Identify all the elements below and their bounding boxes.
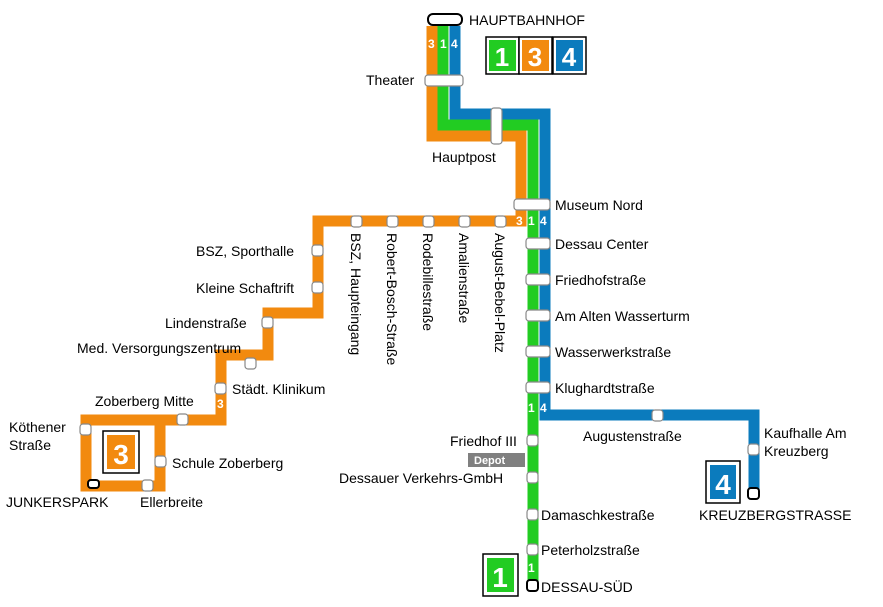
line-3-badge-icon: 3	[518, 36, 553, 75]
depot-marker: Depot	[468, 453, 525, 467]
line-3-track	[80, 26, 527, 492]
label-junkerspark: JUNKERSPARK	[6, 494, 109, 510]
line-3-marker-zoberberg: 3	[217, 397, 224, 411]
line-1-terminus-badge-icon: 1	[482, 553, 519, 597]
line-4-terminus-badge-icon: 4	[705, 460, 741, 504]
stop-amalienstrasse[interactable]	[458, 215, 471, 228]
label-am-alten-wasserturm: Am Alten Wasserturm	[555, 308, 690, 324]
line-1-marker-museum: 1	[528, 214, 535, 228]
stop-klughardtstrasse[interactable]	[525, 381, 551, 394]
label-dessau-sued: DESSAU-SÜD	[541, 578, 633, 595]
stop-friedhofstrasse[interactable]	[525, 273, 551, 286]
stop-am-alten-wasserturm[interactable]	[525, 309, 551, 322]
stop-koethener-strasse[interactable]	[79, 423, 92, 436]
svg-text:3: 3	[528, 42, 542, 72]
stop-staedt-klinikum[interactable]	[214, 382, 227, 395]
line-4-marker-museum: 4	[540, 214, 547, 228]
label-klughardtstrasse: Klughardtstraße	[555, 380, 655, 396]
stop-dessauer-verkehrs-gmbh[interactable]	[526, 471, 539, 484]
line-4-marker: 4	[451, 37, 458, 51]
label-bsz-sporthalle: BSZ, Sporthalle	[196, 243, 294, 259]
stop-schule-zoberberg[interactable]	[154, 455, 167, 468]
stop-dessau-center[interactable]	[525, 237, 551, 250]
label-zoberberg-mitte: Zoberberg Mitte	[95, 393, 194, 409]
line-1-badge-icon: 1	[485, 36, 520, 75]
svg-text:4: 4	[562, 42, 577, 72]
stop-august-bebel-platz[interactable]	[494, 215, 507, 228]
label-museum-nord: Museum Nord	[555, 197, 643, 213]
label-ellerbreite: Ellerbreite	[140, 494, 203, 510]
label-robert-bosch-strasse: Robert-Bosch-Straße	[384, 233, 400, 365]
label-august-bebel-platz: August-Bebel-Platz	[492, 233, 508, 353]
label-koethener-line2: Straße	[9, 437, 51, 453]
line-1-marker: 1	[440, 37, 447, 51]
stop-junkerspark[interactable]	[87, 479, 100, 489]
label-damaschkestrasse: Damaschkestraße	[541, 507, 655, 523]
label-bsz-haupteingang: BSZ, Haupteingang	[348, 233, 364, 355]
label-friedhofstrasse: Friedhofstraße	[555, 272, 646, 288]
stop-zoberberg-mitte[interactable]	[176, 413, 189, 426]
stop-dessau-sued[interactable]	[526, 579, 539, 592]
line-3-loop-badge-icon: 3	[102, 430, 140, 474]
label-med-versorgungszentrum: Med. Versorgungszentrum	[77, 340, 241, 356]
line-1-marker-klughardt: 1	[528, 401, 535, 415]
label-kaufhalle-line1: Kaufhalle Am	[764, 425, 847, 441]
label-lindenstrasse: Lindenstraße	[165, 315, 247, 331]
stop-bsz-haupteingang[interactable]	[350, 215, 363, 228]
label-theater: Theater	[366, 72, 415, 88]
label-dessau-center: Dessau Center	[555, 236, 649, 252]
line-4-marker-klughardt: 4	[540, 401, 547, 415]
stop-rodebillestrasse[interactable]	[422, 215, 435, 228]
line-3-marker: 3	[428, 37, 435, 51]
label-peterholzstrasse: Peterholzstraße	[541, 542, 640, 558]
line-4-badge-icon: 4	[552, 36, 587, 75]
label-friedhof-iii: Friedhof III	[450, 433, 517, 449]
label-kleine-schaftrift: Kleine Schaftrift	[196, 280, 294, 296]
line-3-marker-museum: 3	[516, 214, 523, 228]
line-1-marker-sued: 1	[528, 561, 535, 575]
stop-med-versorgungszentrum[interactable]	[244, 357, 257, 370]
stop-peterholzstrasse[interactable]	[526, 543, 539, 556]
label-augustenstrasse: Augustenstraße	[583, 428, 682, 444]
stop-museum-nord[interactable]	[513, 198, 551, 211]
label-schule-zoberberg: Schule Zoberberg	[172, 455, 283, 471]
stop-bsz-sporthalle[interactable]	[311, 244, 324, 257]
stop-augustenstrasse[interactable]	[651, 409, 664, 422]
stop-kreuzbergstrasse[interactable]	[747, 487, 760, 500]
svg-text:3: 3	[113, 439, 129, 470]
label-staedt-klinikum: Städt. Klinikum	[232, 381, 325, 397]
label-amalienstrasse: Amalienstraße	[456, 233, 472, 323]
stop-wasserwerkstrasse[interactable]	[525, 345, 551, 358]
stop-hauptpost[interactable]	[490, 107, 503, 145]
stop-ellerbreite[interactable]	[141, 479, 154, 492]
stop-lindenstrasse[interactable]	[261, 316, 274, 329]
stop-theater[interactable]	[424, 74, 464, 87]
stop-kleine-schaftrift[interactable]	[311, 281, 324, 294]
stop-hauptbahnhof[interactable]	[427, 13, 463, 26]
label-hauptpost: Hauptpost	[432, 149, 496, 165]
label-kreuzbergstrasse: KREUZBERGSTRASSE	[699, 507, 851, 523]
label-dessauer-verkehrs-gmbh: Dessauer Verkehrs-GmbH	[339, 470, 503, 486]
stop-friedhof-iii[interactable]	[526, 434, 539, 447]
stop-robert-bosch-strasse[interactable]	[386, 215, 399, 228]
svg-text:1: 1	[492, 562, 508, 593]
svg-text:4: 4	[715, 469, 731, 500]
stop-damaschkestrasse[interactable]	[526, 508, 539, 521]
svg-text:1: 1	[495, 42, 509, 72]
label-hauptbahnhof: HAUPTBAHNHOF	[469, 12, 585, 28]
label-kaufhalle-line2: Kreuzberg	[764, 443, 829, 459]
label-rodebillestrasse: Rodebillestraße	[420, 233, 436, 331]
label-wasserwerkstrasse: Wasserwerkstraße	[555, 344, 671, 360]
svg-text:Depot: Depot	[474, 455, 506, 467]
label-koethener-line1: Köthener	[9, 419, 66, 435]
stop-kaufhalle-am-kreuzberg[interactable]	[747, 443, 760, 456]
line-4-track	[449, 26, 760, 494]
